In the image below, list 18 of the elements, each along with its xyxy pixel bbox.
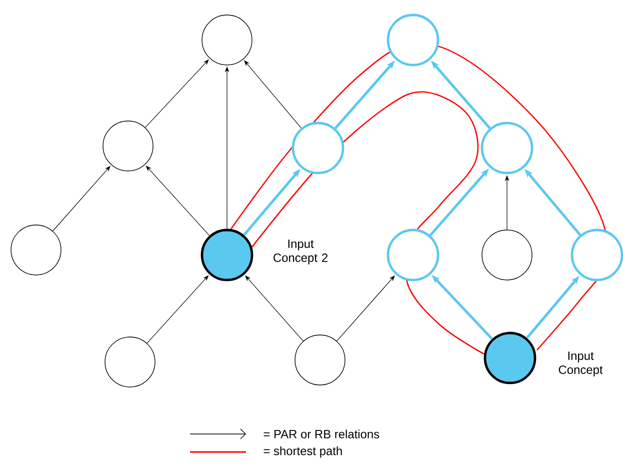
concept-circle — [482, 230, 532, 280]
legend-text: = PAR or RB relations — [264, 430, 380, 438]
concept-circle — [10, 224, 62, 276]
concept-circle — [480, 122, 534, 174]
concept-circle — [294, 334, 346, 386]
concept-circle — [484, 332, 536, 384]
concept-circle — [386, 14, 440, 66]
node-caption: Input Concept — [558, 352, 603, 376]
concept-circle — [200, 228, 254, 282]
legend-text: = shortest path — [264, 446, 342, 458]
relation-arrow — [146, 166, 210, 236]
concept-circle — [386, 228, 440, 282]
concept-circle — [102, 120, 154, 172]
concept-circle — [202, 14, 252, 66]
concept-circle — [292, 122, 344, 174]
concept-circle — [570, 228, 623, 282]
concept-circle — [104, 336, 156, 388]
node-caption: Input Concept 2 — [274, 240, 328, 264]
